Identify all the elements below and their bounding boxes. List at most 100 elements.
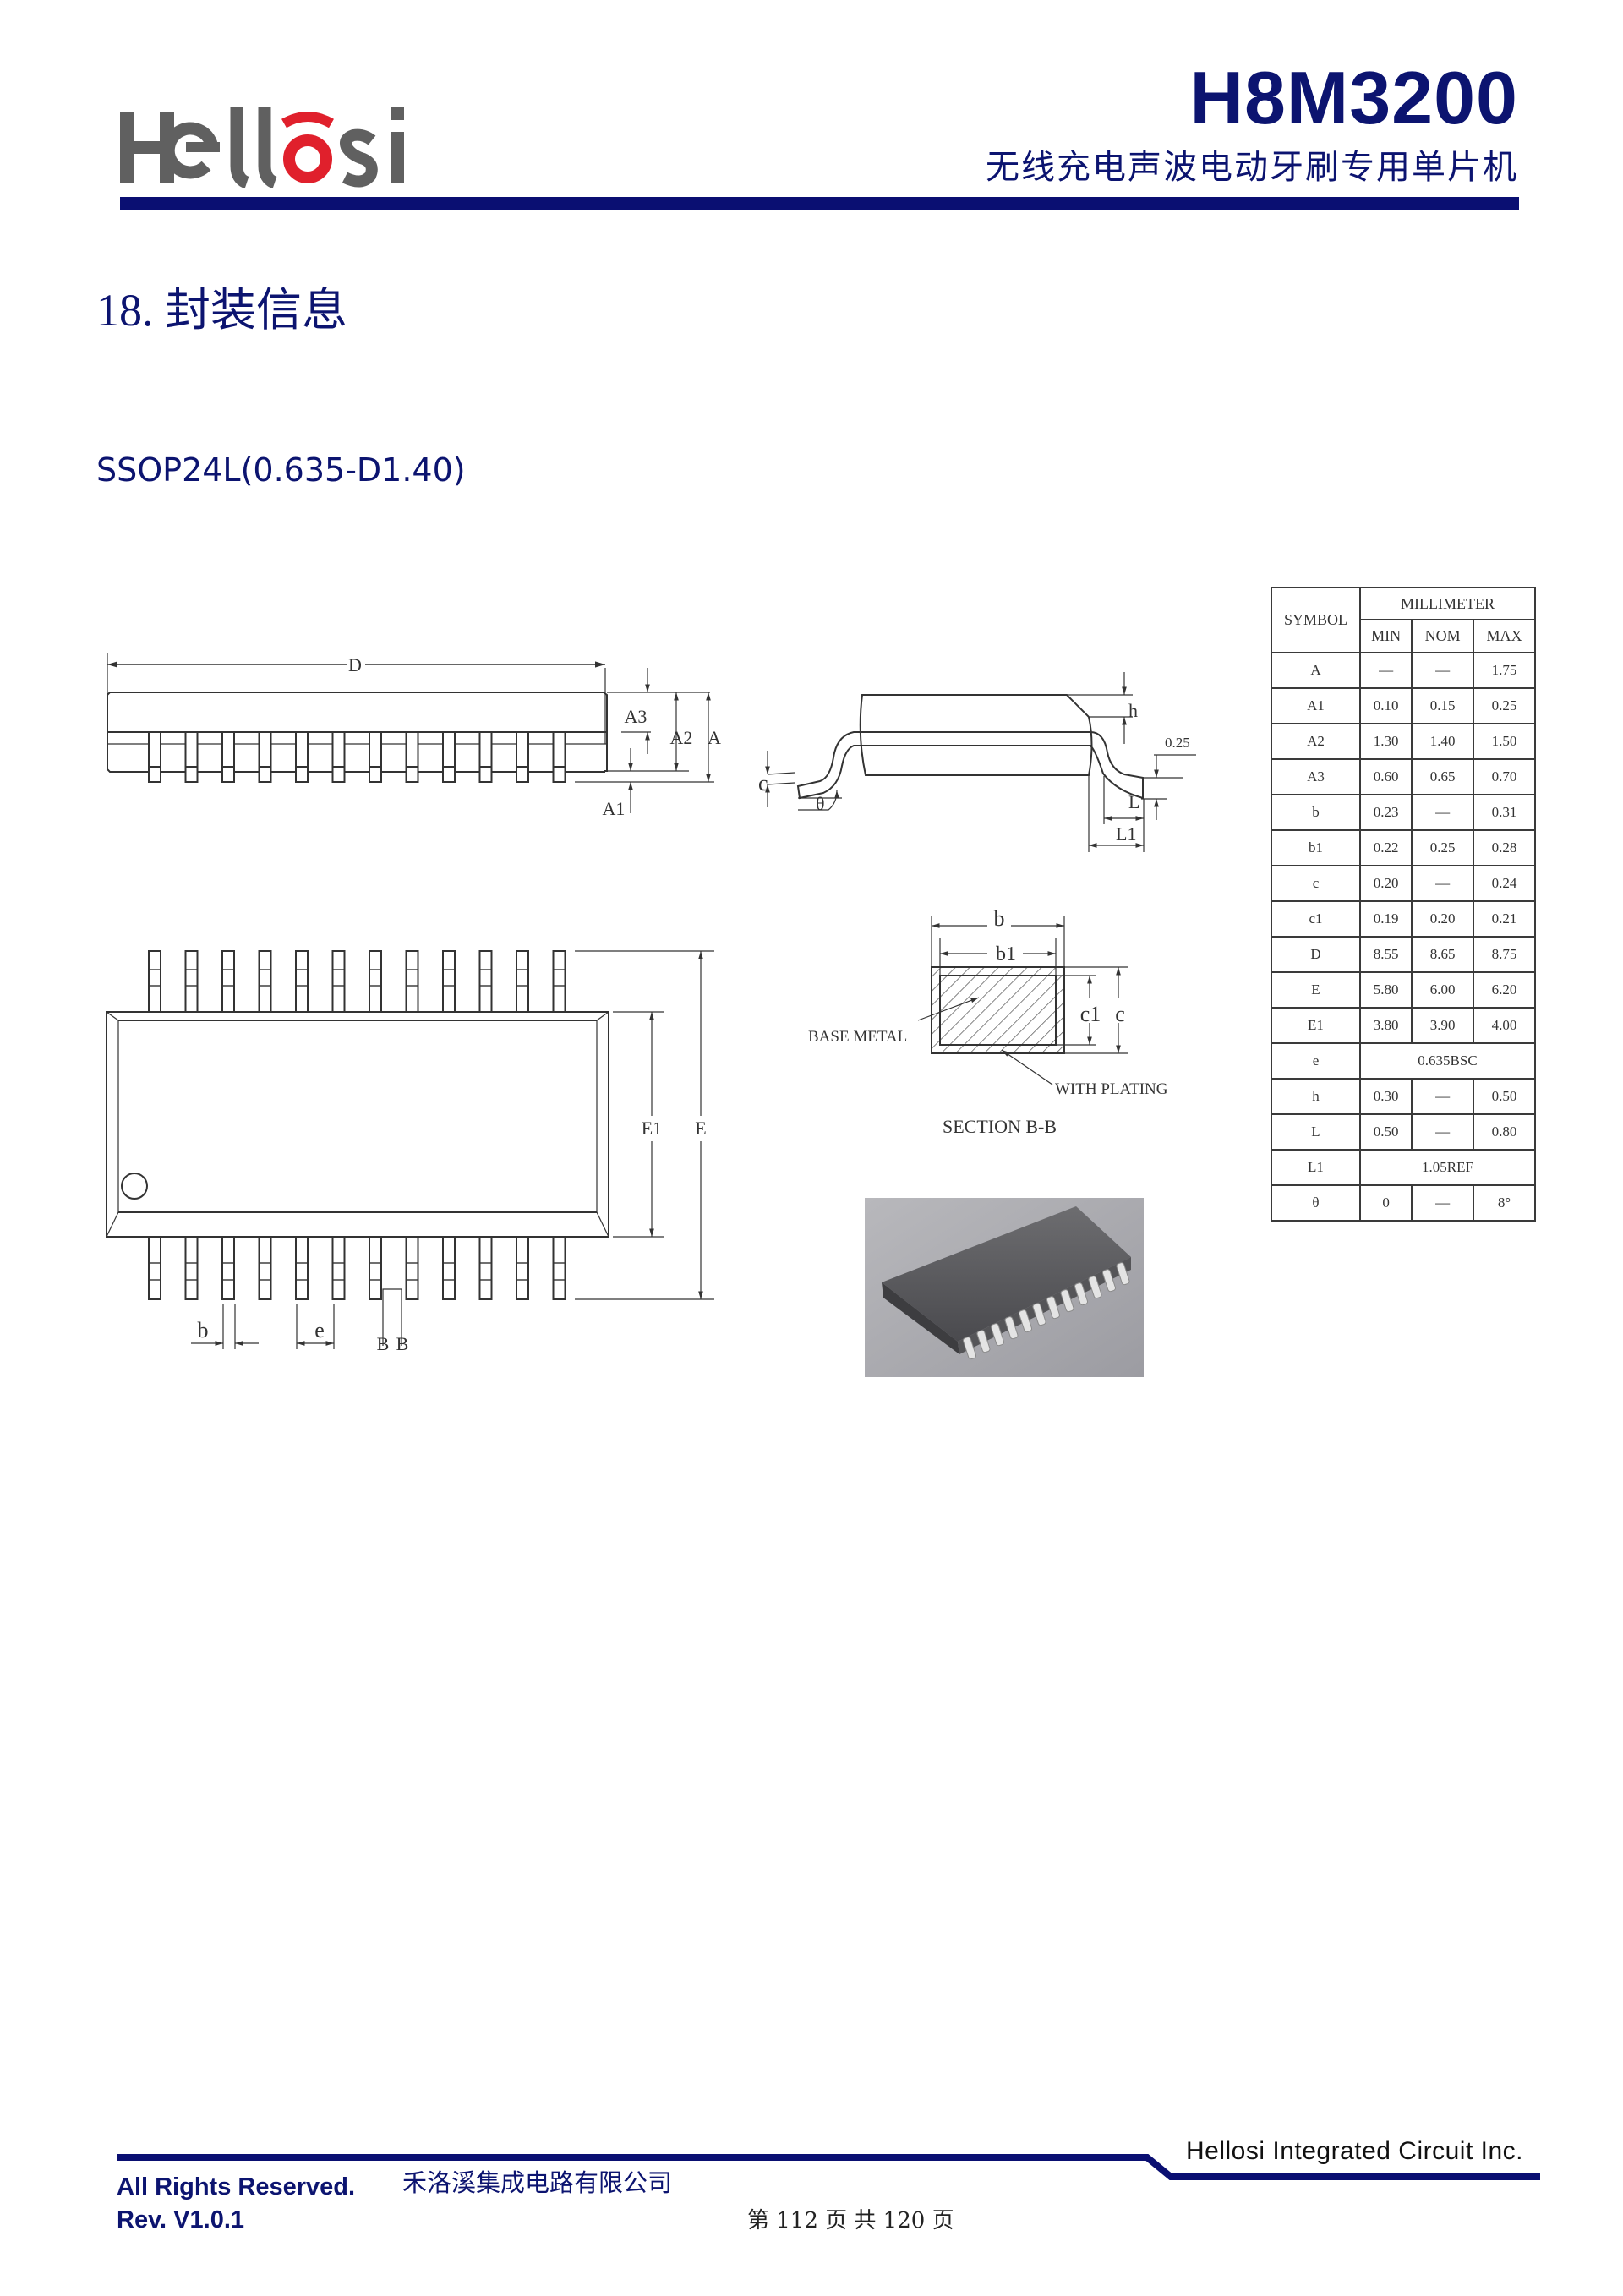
nom-cell: —: [1411, 1078, 1475, 1115]
max-header: MAX: [1473, 619, 1536, 653]
min-cell: 1.30: [1358, 723, 1413, 760]
label-section-c1: c1: [1080, 1002, 1101, 1026]
footer-company-en: Hellosi Integrated Circuit Inc.: [1186, 2137, 1523, 2165]
min-header: MIN: [1358, 619, 1413, 653]
label-B-right: B: [396, 1333, 409, 1354]
symbol-cell: b1: [1271, 829, 1361, 866]
nom-cell: —: [1411, 1184, 1475, 1222]
max-cell: 8°: [1473, 1184, 1536, 1222]
value-cell: 1.05REF: [1359, 1149, 1536, 1186]
max-cell: 0.80: [1473, 1113, 1536, 1151]
label-section-c: c: [1115, 1002, 1125, 1026]
nom-header: NOM: [1411, 619, 1475, 653]
max-cell: 1.50: [1473, 723, 1536, 760]
nom-cell: 3.90: [1411, 1007, 1475, 1044]
min-cell: 0: [1358, 1184, 1413, 1222]
max-cell: 0.28: [1473, 829, 1536, 866]
label-A1: A1: [603, 798, 626, 819]
section-b-b: [917, 916, 1128, 1085]
millimeter-header: MILLIMETER: [1359, 587, 1536, 620]
nom-cell: —: [1411, 1113, 1475, 1151]
max-cell: 6.20: [1473, 971, 1536, 1009]
label-b: b: [198, 1318, 209, 1342]
symbol-header: SYMBOL: [1271, 587, 1361, 653]
package-outline-drawing: D A3 A2 A A1 h 0.25 c θ L L1 E1 E b e B …: [106, 653, 1196, 1354]
min-cell: 3.80: [1358, 1007, 1413, 1044]
symbol-cell: θ: [1271, 1184, 1361, 1222]
label-B-left: B: [377, 1333, 390, 1354]
nom-cell: 6.00: [1411, 971, 1475, 1009]
nom-cell: 0.20: [1411, 900, 1475, 938]
part-number: H8M3200: [1189, 56, 1518, 139]
symbol-cell: L: [1271, 1113, 1361, 1151]
side-view: [107, 653, 714, 813]
header-divider: [120, 197, 1519, 210]
min-cell: 0.60: [1358, 758, 1413, 795]
min-cell: 8.55: [1358, 936, 1413, 973]
min-cell: 0.22: [1358, 829, 1413, 866]
label-A2: A2: [670, 727, 693, 748]
nom-cell: 0.25: [1411, 829, 1475, 866]
footer-rights: All Rights Reserved.: [117, 2173, 356, 2200]
label-gauge: 0.25: [1165, 735, 1190, 751]
min-cell: 0.50: [1358, 1113, 1413, 1151]
label-with-plating: WITH PLATING: [1055, 1080, 1168, 1098]
footer-company-cn: 禾洛溪集成电路有限公司: [402, 2168, 673, 2197]
nom-cell: 1.40: [1411, 723, 1475, 760]
label-E: E: [695, 1118, 706, 1139]
value-cell: 0.635BSC: [1359, 1042, 1536, 1080]
footer-divider: [117, 2154, 1540, 2180]
max-cell: 8.75: [1473, 936, 1536, 973]
max-cell: 0.50: [1473, 1078, 1536, 1115]
label-section-b1: b1: [996, 943, 1016, 965]
symbol-cell: e: [1271, 1042, 1361, 1080]
nom-cell: —: [1411, 865, 1475, 902]
label-c: c: [758, 771, 768, 795]
min-cell: 0.10: [1358, 687, 1413, 724]
nom-cell: 0.15: [1411, 687, 1475, 724]
max-cell: 0.70: [1473, 758, 1536, 795]
footer-page-number: 第 112 页 共 120 页: [747, 2208, 954, 2233]
symbol-cell: D: [1271, 936, 1361, 973]
max-cell: 0.25: [1473, 687, 1536, 724]
label-A3: A3: [625, 706, 648, 727]
label-L: L: [1128, 791, 1139, 812]
symbol-cell: b: [1271, 794, 1361, 831]
min-cell: 0.19: [1358, 900, 1413, 938]
min-cell: —: [1358, 652, 1413, 689]
section-title: 18. 封装信息: [96, 285, 347, 336]
label-L1: L1: [1116, 823, 1136, 845]
top-view: [106, 950, 714, 1349]
symbol-cell: A1: [1271, 687, 1361, 724]
symbol-cell: E1: [1271, 1007, 1361, 1044]
package-name: SSOP24L(0.635-D1.40): [96, 451, 466, 489]
max-cell: 0.21: [1473, 900, 1536, 938]
symbol-cell: h: [1271, 1078, 1361, 1115]
table-row: A——1.75: [1271, 652, 1536, 689]
nom-cell: 0.65: [1411, 758, 1475, 795]
symbol-cell: A: [1271, 652, 1361, 689]
end-view: [765, 672, 1196, 852]
part-subtitle: 无线充电声波电动牙刷专用单片机: [986, 148, 1518, 187]
label-e: e: [314, 1318, 325, 1342]
label-A: A: [708, 727, 721, 748]
symbol-cell: E: [1271, 971, 1361, 1009]
label-section-b: b: [994, 906, 1005, 931]
min-cell: 0.20: [1358, 865, 1413, 902]
label-theta: θ: [816, 793, 825, 814]
footer-revision: Rev. V1.0.1: [117, 2206, 245, 2233]
